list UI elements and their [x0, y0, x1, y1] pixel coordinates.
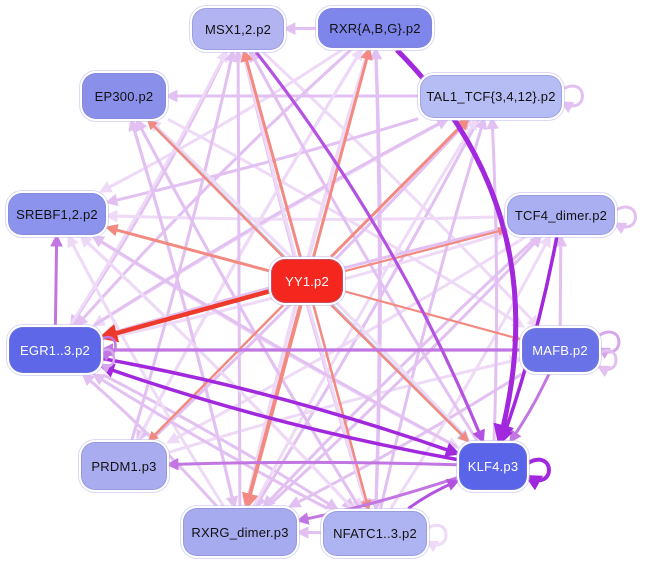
node-yy1[interactable]: YY1.p2 [271, 259, 343, 303]
node-tcf4[interactable]: TCF4_dimer.p2 [507, 195, 615, 235]
edge-nfatc-tcf4 [389, 234, 551, 510]
edge-tcf4-self [613, 205, 637, 235]
edge-egr-self [99, 335, 117, 362]
node-rxr[interactable]: RXR{A,B,G}.p2 [318, 8, 432, 48]
edge-yy1-ep300 [146, 119, 285, 258]
edge-yy1-msx [240, 48, 302, 258]
node-prdm1[interactable]: PRDM1.p3 [81, 442, 167, 490]
edge-yy1-tal1 [329, 117, 470, 259]
edge-yy1-nfatc [312, 304, 372, 512]
edge-nfatc-ep300 [135, 118, 362, 510]
node-rxrg[interactable]: RXRG_dimer.p3 [183, 508, 297, 556]
edge-mafb-self [596, 349, 618, 378]
edge-klf4-prdm1 [165, 457, 458, 471]
node-nfatc[interactable]: NFATC1..3.p2 [323, 510, 427, 556]
edge-tal1-rxrg [254, 118, 480, 509]
edge-tcf4-prdm1 [166, 235, 527, 444]
edge-egr-self [99, 348, 116, 374]
edge-yy1-rxr [312, 46, 373, 258]
edge-nfatc-klf4 [407, 479, 460, 510]
node-ep300[interactable]: EP300.p2 [82, 73, 166, 119]
edge-rxrg-msx [231, 48, 245, 507]
node-tal1[interactable]: TAL1_TCF{3,4,12}.p2 [420, 74, 562, 118]
edge-klf4-egr [99, 363, 458, 462]
edge-klf4-tal1 [486, 116, 499, 441]
edge-mafb-klf4 [509, 373, 551, 444]
edge-klf4-msx [248, 49, 479, 442]
edge-nfatc-self [425, 524, 448, 553]
edge-yy1-prdm1 [147, 304, 285, 442]
edge-prdm1-mafb [168, 355, 523, 454]
edge-nfatc-egr [91, 373, 329, 510]
node-klf4[interactable]: KLF4.p3 [459, 442, 527, 490]
edge-yy1-srebf [104, 224, 270, 273]
edge-klf4-self [524, 457, 551, 491]
edge-yy1-mafb [344, 290, 522, 342]
edge-rxrg-tal1 [252, 116, 479, 507]
edge-msx-klf4 [254, 51, 485, 444]
edge-yy1-klf4 [330, 304, 470, 443]
edge-rxrg-srebf [67, 234, 225, 507]
edge-egr-srebf [50, 233, 63, 326]
node-srebf[interactable]: SREBF1,2.p2 [8, 193, 106, 235]
node-mafb[interactable]: MAFB.p2 [521, 328, 599, 372]
edge-rxr-srebf [98, 48, 343, 193]
edge-klf4-rxrg [295, 476, 458, 525]
edge-yy1-tcf4 [344, 226, 508, 273]
edge-tal1-self [560, 84, 584, 114]
edge-mafb-tcf4 [554, 233, 568, 327]
edge-yy1-egr [98, 289, 270, 343]
node-egr[interactable]: EGR1..3.p2 [9, 327, 101, 373]
edge-egr-klf4 [102, 356, 461, 457]
edge-klf4-srebf [91, 235, 458, 449]
edge-mafb-rxrg [287, 372, 523, 508]
edge-yy1-rxrg [242, 304, 303, 511]
node-msx[interactable]: MSX1,2.p2 [192, 8, 284, 50]
